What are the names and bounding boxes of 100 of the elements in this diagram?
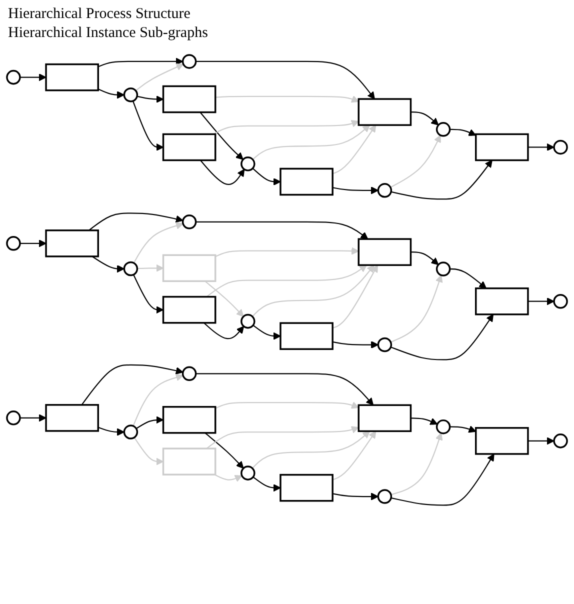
- node-circle: [123, 424, 138, 440]
- node-box: [475, 427, 529, 455]
- arrow: [214, 474, 242, 482]
- arrow: [332, 340, 379, 349]
- node-circle: [123, 261, 138, 276]
- arrow: [20, 414, 46, 422]
- node-box: [280, 168, 334, 196]
- arrow: [332, 124, 376, 174]
- node-circle: [553, 294, 568, 309]
- arrow: [98, 88, 125, 99]
- arrow: [133, 222, 184, 264]
- arrow: [332, 186, 379, 194]
- arrow: [252, 124, 370, 160]
- arrow: [206, 426, 359, 449]
- node-box: [358, 404, 412, 432]
- arrow: [528, 437, 554, 445]
- arrow: [132, 274, 164, 314]
- node-box: [162, 254, 216, 282]
- node-box: [45, 63, 99, 92]
- arrow: [332, 492, 379, 500]
- node-box: [162, 406, 216, 434]
- arrow: [390, 314, 494, 360]
- arrow: [252, 168, 281, 186]
- node-box: [162, 133, 216, 162]
- node-circle: [436, 262, 451, 276]
- arrow: [20, 240, 46, 248]
- node-box: [162, 296, 216, 324]
- node-circle: [436, 122, 451, 137]
- node-circle: [240, 156, 256, 172]
- arrow: [332, 430, 376, 480]
- node-box: [162, 85, 216, 114]
- arrow: [528, 143, 554, 152]
- diagram-heading: Hierarchical Instance Sub-graphs: [8, 25, 209, 42]
- arrow: [132, 100, 164, 152]
- node-box: [45, 404, 99, 432]
- node-circle: [377, 489, 392, 504]
- node-circle: [436, 419, 451, 434]
- node-circle: [553, 140, 568, 155]
- node-box: [45, 229, 99, 258]
- node-box: [475, 287, 529, 316]
- node-circle: [240, 466, 256, 480]
- node-circle: [6, 70, 21, 85]
- arrow: [134, 437, 164, 466]
- arrow: [410, 111, 439, 126]
- arrow: [137, 264, 164, 272]
- arrow: [215, 402, 359, 409]
- arrow: [215, 95, 359, 103]
- arrow: [450, 268, 487, 289]
- arrow: [204, 432, 244, 469]
- arrow: [332, 264, 378, 329]
- arrow: [200, 160, 245, 185]
- node-box: [162, 448, 216, 476]
- arrow: [410, 252, 439, 266]
- arrow: [528, 298, 554, 306]
- node-box: [358, 98, 412, 126]
- node-circle: [6, 236, 21, 251]
- arrow: [252, 264, 375, 317]
- node-circle: [182, 54, 197, 69]
- arrow: [390, 134, 441, 188]
- node-box: [280, 322, 334, 350]
- node-box: [280, 474, 334, 502]
- arrow: [215, 247, 359, 258]
- arrow: [252, 476, 281, 492]
- arrow: [20, 73, 46, 82]
- arrow: [390, 160, 492, 200]
- node-circle: [553, 434, 568, 448]
- arrow: [390, 454, 494, 506]
- arrow: [98, 58, 184, 68]
- arrow: [252, 324, 281, 340]
- arrow: [204, 280, 244, 317]
- arrow: [135, 63, 184, 92]
- arrow: [88, 212, 184, 231]
- node-box: [475, 133, 529, 162]
- arrow: [390, 432, 443, 496]
- node-circle: [182, 214, 197, 230]
- arrow: [196, 373, 374, 406]
- node-box: [358, 238, 412, 266]
- arrow: [450, 426, 476, 433]
- arrow: [132, 374, 184, 426]
- node-circle: [377, 183, 392, 198]
- arrow: [450, 128, 476, 136]
- node-circle: [123, 88, 138, 102]
- arrow: [252, 430, 370, 469]
- node-circle: [240, 314, 256, 329]
- arrow: [196, 221, 368, 240]
- arrow: [204, 322, 244, 340]
- arrow: [200, 112, 244, 160]
- arrow: [212, 120, 359, 135]
- arrow: [136, 95, 164, 104]
- node-circle: [182, 366, 197, 382]
- node-circle: [377, 337, 392, 352]
- arrow: [92, 256, 125, 273]
- arrow: [390, 274, 443, 343]
- diagram-heading: Hierarchical Process Structure: [8, 6, 192, 23]
- arrow: [206, 264, 367, 298]
- arrow: [410, 418, 438, 425]
- arrow: [98, 426, 125, 436]
- node-circle: [6, 410, 21, 426]
- arrow: [136, 416, 164, 430]
- arrow: [196, 60, 375, 100]
